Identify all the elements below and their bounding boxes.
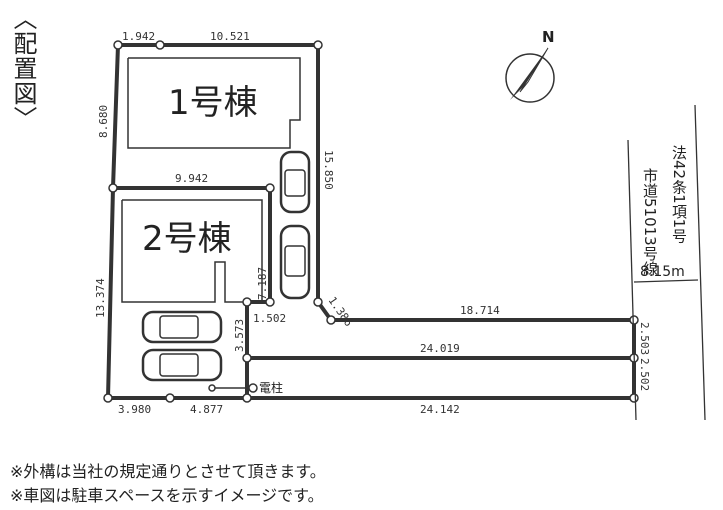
road-name: 市道51013号線 — [641, 168, 659, 276]
road-width-label: 8.15m — [640, 264, 685, 280]
note-exterior: ※外構は当社の規定通りとさせて頂きます。 — [10, 462, 326, 481]
road-lines — [627, 104, 706, 421]
dim-label: 3.980 — [118, 403, 151, 416]
dim-label: 13.374 — [94, 278, 107, 318]
note-car-image: ※車図は駐車スペースを示すイメージです。 — [10, 486, 324, 505]
dim-label: 1.502 — [253, 312, 286, 325]
dim-label: 7.187 — [256, 267, 269, 300]
dim-label: 4.877 — [190, 403, 223, 416]
building-1-label: 1号棟 — [168, 83, 258, 123]
dim-label: 24.019 — [420, 342, 460, 355]
utility-pole-label: 電柱 — [259, 380, 283, 395]
road-law-classification: 法42条1項1号 — [670, 145, 688, 244]
car-icons — [141, 150, 311, 382]
buildings — [121, 57, 301, 389]
dim-label: 3.573 — [233, 319, 246, 352]
survey-points — [103, 40, 639, 403]
dim-label: 8.680 — [97, 105, 110, 138]
dim-label: 15.850 — [322, 150, 335, 190]
dim-label: 18.714 — [460, 304, 500, 317]
dim-label: 24.142 — [420, 403, 460, 416]
dim-label: 9.942 — [175, 172, 208, 185]
dim-label: 2.503 — [638, 322, 651, 355]
dim-label: 1.942 — [122, 30, 155, 43]
compass-north-label: N — [542, 28, 555, 46]
dim-label: 10.521 — [210, 30, 250, 43]
compass: N — [505, 28, 555, 103]
building-2-label: 2号棟 — [142, 219, 232, 259]
plan-title: 〈配置図〉 — [9, 6, 37, 131]
dim-label: 2.502 — [638, 358, 651, 391]
